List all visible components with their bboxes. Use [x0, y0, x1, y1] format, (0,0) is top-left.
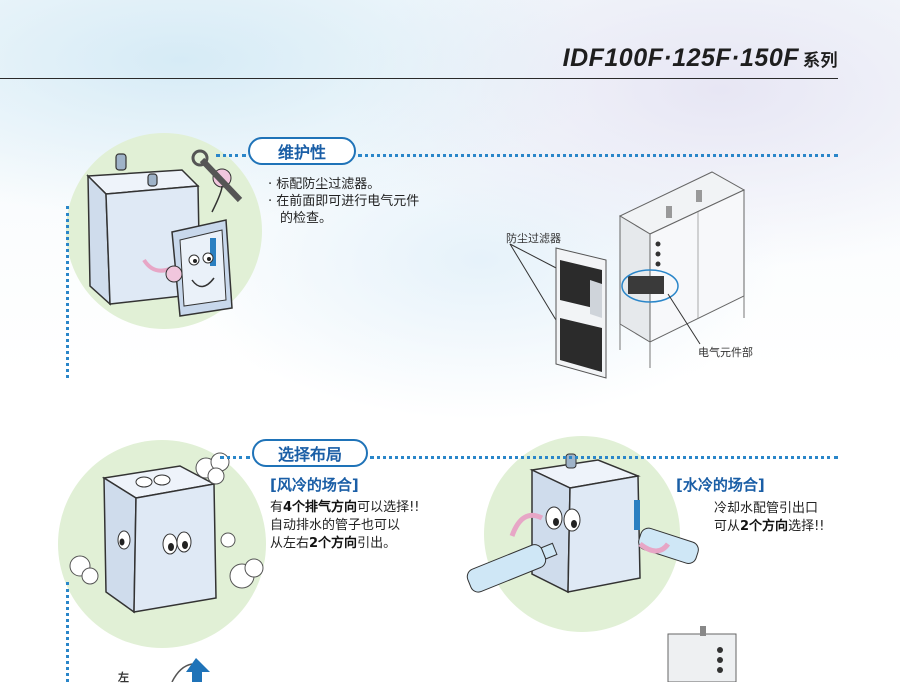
layout-dotted-vertical: [66, 582, 69, 682]
maintenance-dotted-vertical: [66, 206, 69, 378]
maintenance-dotted-line: [358, 154, 838, 157]
water-cooled-illustration: [466, 453, 699, 594]
bottom-unit-photo: [667, 626, 737, 682]
water-cooled-line1: 冷却水配管引出口: [714, 501, 819, 516]
electrical-label: 电气元件部: [698, 346, 753, 359]
bullet-filter: · 标配防尘过滤器。: [268, 177, 381, 192]
header-rule: [0, 78, 838, 79]
air-cooled-line1: 有4个排气方向可以选择!!: [270, 500, 420, 515]
air-cooled-text: 有4个排气方向可以选择!! 自动排水的管子也可以 从左右2个方向引出。: [270, 499, 420, 553]
water-cooled-text: 冷却水配管引出口 可从2个方向选择!!: [714, 500, 825, 536]
maintenance-heading: 维护性: [248, 137, 356, 165]
maintenance-unit-illustration: [86, 149, 243, 317]
air-cooled-illustration: [69, 452, 264, 614]
layout-dotted-line-left: [220, 456, 250, 459]
layout-heading: 选择布局: [252, 439, 368, 467]
air-cooled-line2: 自动排水的管子也可以: [270, 518, 401, 533]
bullet-front-check-cont: 的检查。: [280, 211, 333, 226]
water-cooled-title: [水冷的场合]: [676, 476, 765, 494]
water-cooled-line2: 可从2个方向选择!!: [714, 519, 825, 534]
layout-dotted-line: [370, 456, 838, 459]
maintenance-dotted-line-left: [216, 154, 246, 157]
maintenance-bullets: · 标配防尘过滤器。 · 在前面即可进行电气元件 的检查。: [268, 176, 419, 227]
direction-left-label: 左: [118, 671, 129, 684]
air-cooled-title: [风冷的场合]: [270, 476, 359, 494]
air-cooled-line3: 从左右2个方向引出。: [270, 536, 397, 551]
filter-label: 防尘过滤器: [506, 232, 561, 245]
product-photo: [509, 171, 746, 379]
series-suffix: 系列: [803, 51, 838, 71]
bullet-front-check: · 在前面即可进行电气元件: [268, 194, 420, 209]
arrow-up-icon: [171, 658, 210, 682]
series-model: IDF100F·125F·150F: [562, 44, 799, 72]
